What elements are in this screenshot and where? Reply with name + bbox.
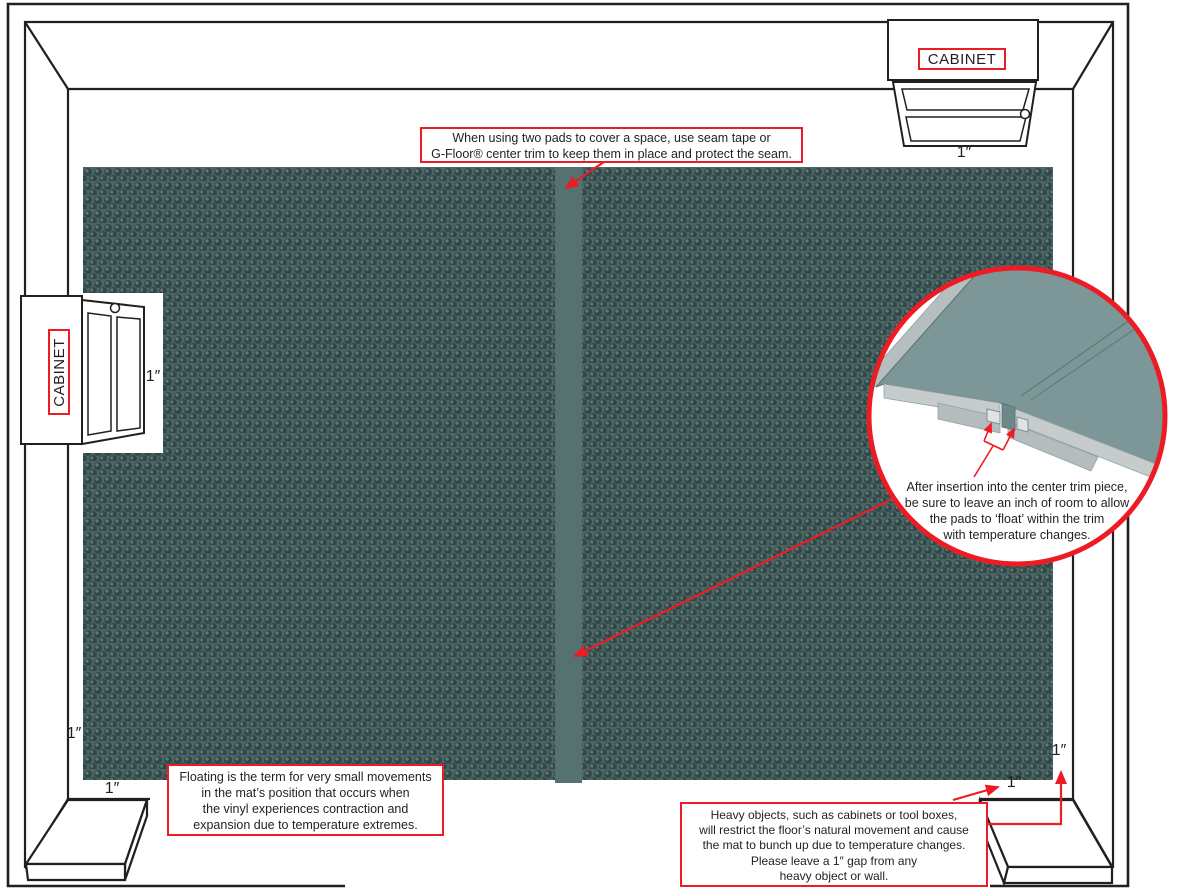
gap-label-left-cabinet: 1″ bbox=[145, 368, 161, 385]
floating-note-box: Floating is the term for very small move… bbox=[167, 764, 444, 836]
inset-trim-post bbox=[1001, 403, 1016, 431]
inset-pointer-stem bbox=[973, 445, 994, 478]
top-cabinet bbox=[887, 19, 1039, 147]
left-cabinet-door-panel bbox=[87, 312, 112, 436]
note-line: When using two pads to cover a space, us… bbox=[452, 131, 771, 145]
outer-wall-edge bbox=[6, 2, 1130, 888]
cabinet-label-text: CABINET bbox=[50, 337, 68, 407]
note-line: be sure to leave an inch of room to allo… bbox=[904, 496, 1130, 510]
note-line: with temperature changes. bbox=[943, 528, 1091, 542]
gap-label-left-wall: 1″ bbox=[66, 725, 82, 742]
seam-note-box: When using two pads to cover a space, us… bbox=[420, 127, 803, 163]
note-line: the mat to bunch up due to temperature c… bbox=[702, 838, 966, 853]
platform-front-face bbox=[24, 862, 127, 882]
inset-float-gap-left bbox=[986, 408, 1001, 425]
trim-detail-inset bbox=[866, 265, 1168, 567]
gap-label-bottom-right-platform: 1″ bbox=[1006, 774, 1022, 791]
inset-gap-pointer bbox=[973, 422, 1015, 478]
note-line: heavy object or wall. bbox=[779, 868, 889, 883]
inset-ring bbox=[866, 265, 1168, 567]
corner-diagonal-top-right bbox=[1072, 21, 1114, 90]
note-line: the pads to ‘float’ within the trim bbox=[929, 512, 1105, 526]
heavy-objects-note-box: Heavy objects, such as cabinets or tool … bbox=[680, 802, 988, 887]
bottom-left-platform bbox=[23, 798, 149, 882]
note-line: expansion due to temperature extremes. bbox=[193, 818, 418, 832]
corner-diagonal-top-left bbox=[24, 21, 69, 90]
inset-note-text: After insertion into the center trim pie… bbox=[887, 479, 1147, 543]
inset-gap-arrow bbox=[983, 422, 992, 442]
note-line: Heavy objects, such as cabinets or tool … bbox=[710, 808, 958, 822]
gap-label-top-cabinet: 1″ bbox=[956, 144, 972, 161]
note-line: the vinyl experiences contraction and bbox=[202, 802, 409, 816]
heavy-note-wall-arrow bbox=[987, 770, 1067, 826]
heavy-note-gap-arrow bbox=[952, 784, 1000, 802]
platform-front-face bbox=[1002, 865, 1114, 885]
left-cabinet-knob bbox=[109, 302, 121, 314]
inset-art bbox=[869, 268, 1165, 491]
top-cabinet-door-panel bbox=[905, 116, 1027, 142]
cabinet-label-text: CABINET bbox=[927, 50, 997, 68]
gap-label-right-wall: 1″ bbox=[1051, 742, 1067, 759]
inset-gap-arrow bbox=[1002, 427, 1015, 451]
inset-pointer-bracket bbox=[983, 440, 1004, 451]
gap-label-bottom-left-platform: 1″ bbox=[104, 780, 120, 797]
inset-float-gap-right bbox=[1016, 416, 1029, 433]
note-line: Floating is the term for very small move… bbox=[179, 770, 432, 784]
left-cabinet bbox=[20, 295, 145, 446]
note-line: in the mat’s position that occurs when bbox=[201, 786, 410, 800]
note-line: will restrict the floor’s natural moveme… bbox=[699, 823, 969, 838]
bottom-right-platform bbox=[975, 796, 1114, 887]
inset-to-trim-arrow bbox=[573, 499, 891, 657]
note-line: After insertion into the center trim pie… bbox=[906, 480, 1128, 494]
left-cabinet-door-panel bbox=[116, 316, 141, 432]
left-cabinet-label: CABINET bbox=[48, 329, 70, 415]
note-line: G-Floor® center trim to keep them in pla… bbox=[431, 146, 792, 161]
center-trim-strip bbox=[555, 167, 582, 783]
note-line: Please leave a 1″ gap from any bbox=[750, 853, 918, 868]
top-cabinet-door-panel bbox=[901, 88, 1030, 111]
top-cabinet-label: CABINET bbox=[918, 48, 1006, 70]
top-cabinet-knob bbox=[1019, 108, 1031, 120]
